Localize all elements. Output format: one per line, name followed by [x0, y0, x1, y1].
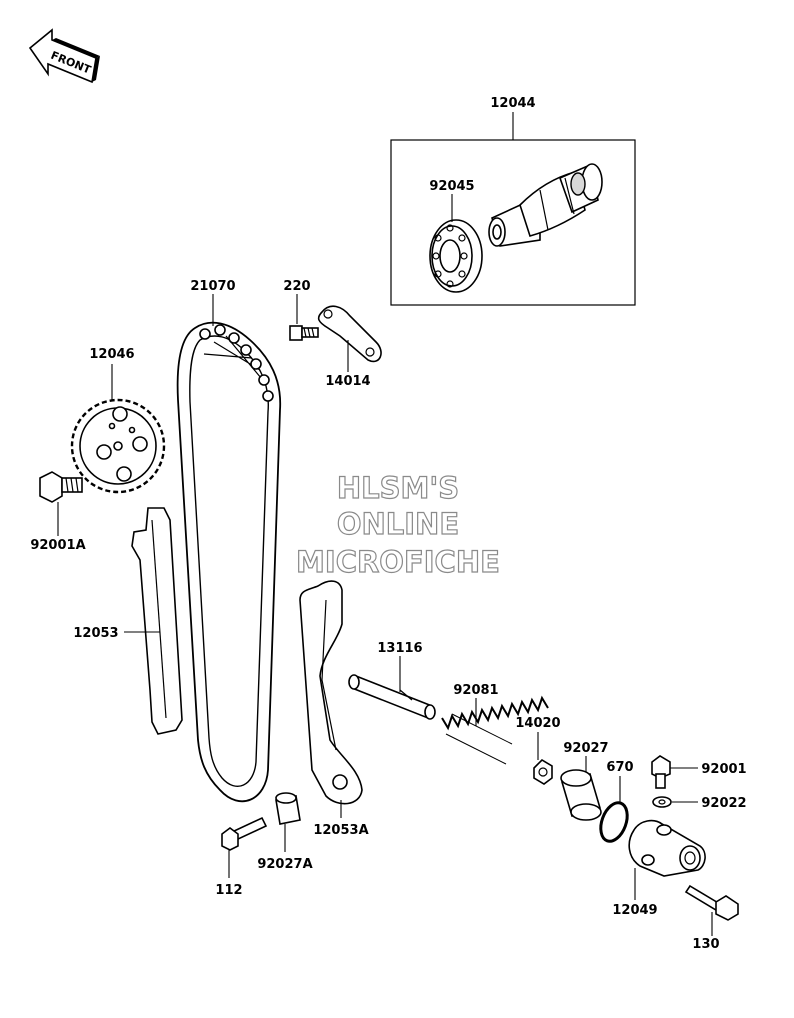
label-14014[interactable]: 14014 [325, 374, 370, 389]
front-arrow-icon: FRONT [28, 28, 100, 84]
washer-92022 [652, 796, 672, 808]
chain-guide-12053 [131, 507, 183, 735]
camshaft-assembly-box [390, 112, 636, 306]
bolt-92001A [39, 471, 83, 503]
watermark-line-3: MICROFICHE [296, 545, 500, 579]
watermark-line-1: HLSM'S [337, 471, 459, 505]
tensioner-body-12049 [628, 819, 706, 877]
o-ring-670 [599, 801, 629, 843]
watermark-line-2: ONLINE [337, 507, 459, 541]
label-92081[interactable]: 92081 [453, 683, 498, 698]
label-12049[interactable]: 12049 [612, 903, 657, 918]
label-92022[interactable]: 92022 [701, 796, 746, 811]
label-220[interactable]: 220 [283, 279, 310, 294]
label-92001A[interactable]: 92001A [30, 538, 85, 553]
bolt-112 [221, 816, 268, 851]
bolt-130 [684, 884, 739, 921]
label-14020[interactable]: 14020 [515, 716, 560, 731]
label-92027[interactable]: 92027 [563, 741, 608, 756]
label-12053A[interactable]: 12053A [313, 823, 368, 838]
label-12046[interactable]: 12046 [89, 347, 134, 362]
label-12044[interactable]: 12044 [490, 96, 535, 111]
label-12053[interactable]: 12053 [73, 626, 118, 641]
bolt-92001 [651, 755, 671, 789]
spring-92081 [441, 695, 549, 765]
label-670[interactable]: 670 [606, 760, 633, 775]
label-21070[interactable]: 21070 [190, 279, 235, 294]
label-112[interactable]: 112 [215, 883, 242, 898]
sprocket-12046 [70, 398, 166, 494]
plate-14014 [317, 305, 382, 363]
collar-92027 [560, 769, 602, 821]
bearing-92045 [429, 219, 483, 293]
chain-tensioner-guide-12053A [299, 580, 363, 805]
pin-13116 [348, 674, 436, 720]
cam-chain-21070 [176, 321, 282, 803]
label-92045[interactable]: 92045 [429, 179, 474, 194]
camshaft [488, 163, 603, 247]
bolt-220 [289, 325, 319, 341]
label-92027A[interactable]: 92027A [257, 857, 312, 872]
label-130[interactable]: 130 [692, 937, 719, 952]
label-92001[interactable]: 92001 [701, 762, 746, 777]
nut-14020 [533, 758, 553, 785]
label-13116[interactable]: 13116 [377, 641, 422, 656]
collar-92027A [275, 792, 301, 825]
